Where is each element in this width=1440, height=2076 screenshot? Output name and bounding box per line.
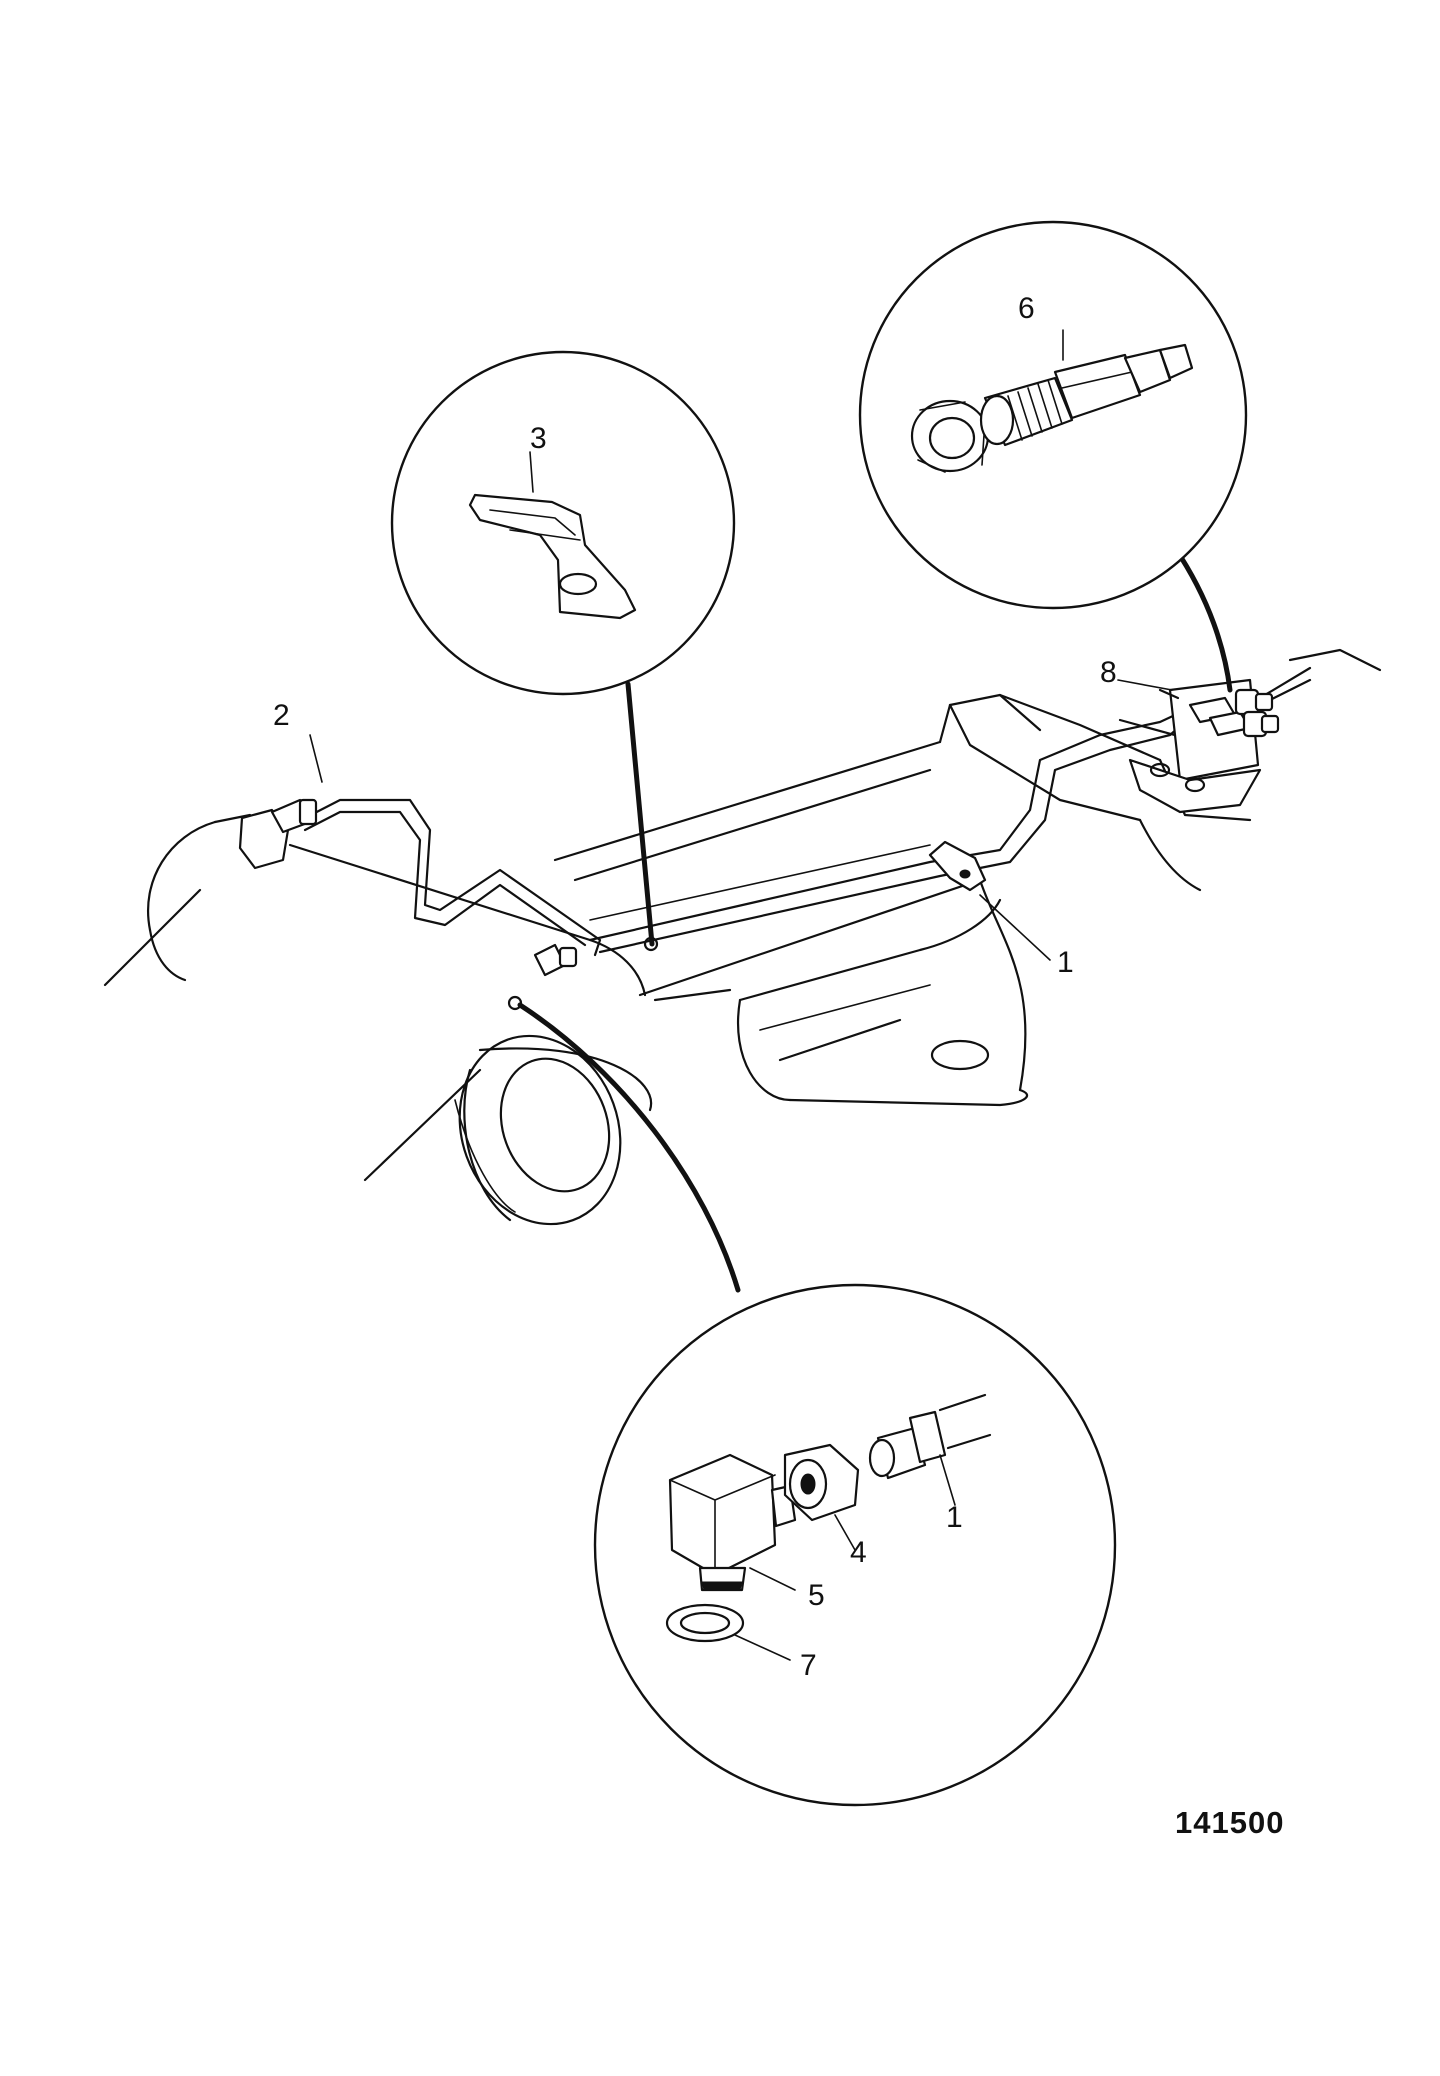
callout-8: 8 (1100, 656, 1117, 689)
leader-lines (309, 545, 1233, 1293)
callout-2: 2 (273, 699, 290, 732)
bulkhead-bracket-assembly (1128, 678, 1280, 814)
axle-assembly (103, 648, 1382, 1226)
callout-4: 4 (850, 1536, 867, 1569)
banjo-union-assembly (238, 798, 578, 977)
callout-6: 6 (1018, 292, 1035, 325)
callout-labels: 2 3 6 8 1 5 4 1 7 (273, 292, 1117, 1682)
callout-3: 3 (530, 422, 547, 455)
brake-pipe-assembly (303, 713, 1180, 1011)
detail-circle-clip (390, 350, 736, 696)
callout-1-main: 1 (1057, 946, 1074, 979)
callout-7: 7 (800, 1649, 817, 1682)
callout-1-detail: 1 (946, 1501, 963, 1534)
figure-number: 141500 (1175, 1805, 1284, 1840)
callout-5: 5 (808, 1579, 825, 1612)
detail-circle-bleed-screw (858, 220, 1248, 610)
detail-circle-banjo-union (593, 1283, 1117, 1807)
